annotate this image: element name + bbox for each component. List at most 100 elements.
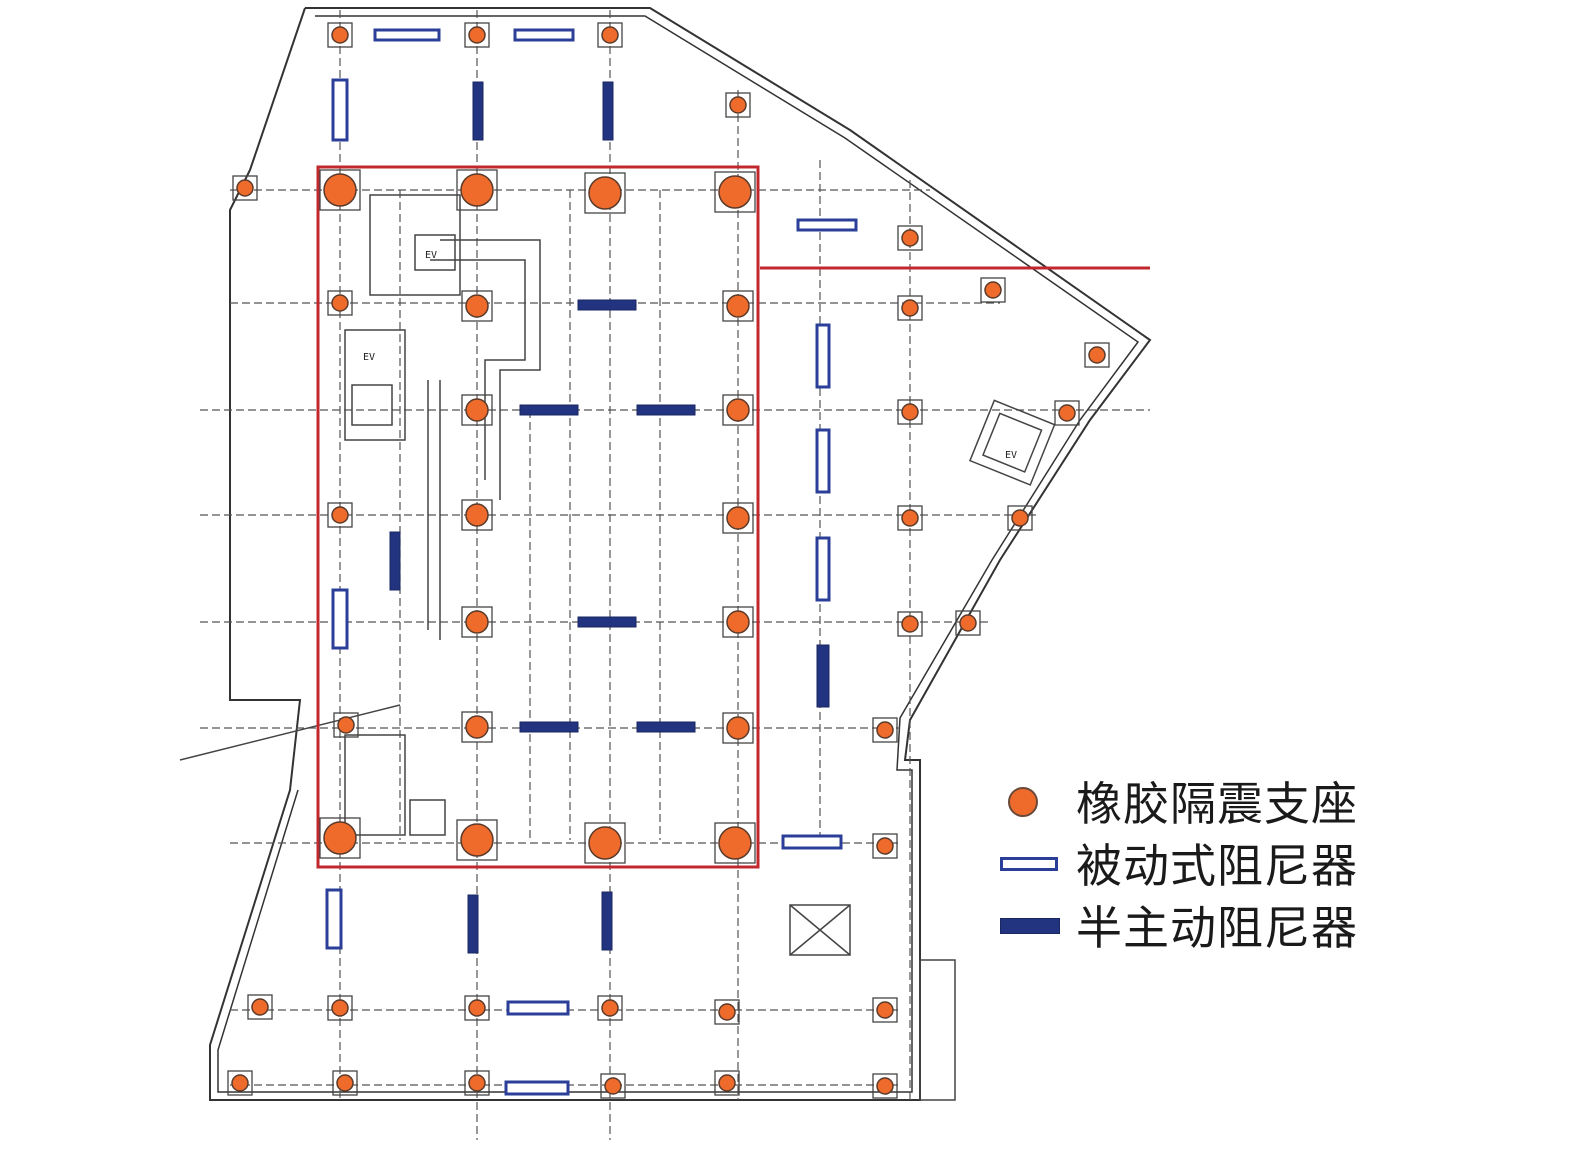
column-base bbox=[1054, 400, 1080, 426]
legend-label-bearing: 橡胶隔震支座 bbox=[1076, 777, 1358, 831]
column-base bbox=[584, 172, 626, 214]
column-base bbox=[897, 399, 923, 425]
column-base bbox=[333, 712, 359, 738]
ev-label-top: EV bbox=[425, 250, 437, 261]
column-base bbox=[897, 505, 923, 531]
bearings-layer bbox=[227, 22, 1110, 1099]
column-base bbox=[327, 22, 353, 48]
rubber-bearing bbox=[331, 294, 349, 312]
rubber-bearing bbox=[726, 716, 750, 740]
rubber-bearing bbox=[588, 826, 622, 860]
rubber-bearing bbox=[465, 503, 489, 527]
column-base bbox=[872, 833, 898, 859]
rubber-bearing bbox=[959, 614, 977, 632]
column-base bbox=[461, 499, 493, 531]
passive-damper bbox=[331, 78, 349, 142]
rubber-bearing bbox=[465, 715, 489, 739]
passive-damper bbox=[781, 834, 843, 850]
semi-active-damper bbox=[389, 531, 401, 591]
rubber-bearing bbox=[331, 999, 349, 1017]
column-base bbox=[714, 999, 740, 1025]
legend-row-passive: 被动式阻尼器 bbox=[1000, 832, 1358, 894]
column-base bbox=[319, 817, 361, 859]
rubber-bearing bbox=[601, 26, 619, 44]
column-base bbox=[319, 169, 361, 211]
rubber-bearing bbox=[901, 403, 919, 421]
column-base bbox=[714, 822, 756, 864]
column-base bbox=[722, 394, 754, 426]
legend-label-passive: 被动式阻尼器 bbox=[1076, 839, 1358, 893]
semi-active-damper bbox=[602, 81, 614, 141]
rubber-bearing bbox=[468, 999, 486, 1017]
passive-damper bbox=[325, 888, 343, 950]
column-base bbox=[897, 295, 923, 321]
rubber-bearing bbox=[901, 299, 919, 317]
column-base bbox=[714, 1070, 740, 1096]
rubber-bearing bbox=[331, 506, 349, 524]
rubber-bearing bbox=[460, 173, 494, 207]
column-base bbox=[725, 92, 751, 118]
rubber-bearing bbox=[337, 716, 355, 734]
semi-active-damper bbox=[472, 81, 484, 141]
bearing-symbol-icon bbox=[1000, 781, 1068, 821]
column-base bbox=[232, 175, 258, 201]
column-base bbox=[227, 1070, 253, 1096]
rubber-bearing bbox=[1011, 509, 1029, 527]
rubber-bearing bbox=[726, 294, 750, 318]
column-base bbox=[872, 717, 898, 743]
rubber-bearing bbox=[1058, 404, 1076, 422]
column-base bbox=[722, 290, 754, 322]
rubber-bearing bbox=[718, 175, 752, 209]
column-base bbox=[1084, 342, 1110, 368]
rubber-bearing bbox=[336, 1074, 354, 1092]
semi-active-damper bbox=[577, 299, 637, 311]
column-base bbox=[597, 995, 623, 1021]
rubber-bearing bbox=[726, 398, 750, 422]
rubber-bearing bbox=[901, 615, 919, 633]
column-base bbox=[872, 1073, 898, 1099]
rubber-bearing bbox=[726, 506, 750, 530]
rubber-bearing bbox=[901, 509, 919, 527]
rubber-bearing bbox=[231, 1074, 249, 1092]
rubber-bearing bbox=[901, 229, 919, 247]
ev-label-left: EV bbox=[363, 352, 375, 363]
column-base bbox=[714, 171, 756, 213]
column-base bbox=[980, 277, 1006, 303]
rubber-bearing bbox=[876, 837, 894, 855]
column-base bbox=[600, 1073, 626, 1099]
column-base bbox=[722, 502, 754, 534]
column-base bbox=[464, 995, 490, 1021]
highlight-frame bbox=[316, 165, 760, 869]
semi-active-damper bbox=[816, 644, 830, 708]
column-base bbox=[464, 22, 490, 48]
passive-damper bbox=[815, 323, 831, 389]
rubber-bearing bbox=[465, 398, 489, 422]
passive-damper bbox=[815, 428, 831, 494]
rubber-bearing bbox=[465, 294, 489, 318]
passive-damper bbox=[513, 28, 575, 42]
column-base bbox=[722, 712, 754, 744]
column-base bbox=[584, 822, 626, 864]
passive-damper bbox=[815, 536, 831, 602]
rubber-bearing bbox=[588, 176, 622, 210]
rubber-bearing bbox=[236, 179, 254, 197]
column-base bbox=[461, 606, 493, 638]
rubber-bearing bbox=[251, 998, 269, 1016]
column-base bbox=[955, 610, 981, 636]
column-base bbox=[597, 22, 623, 48]
semi-active-damper bbox=[636, 404, 696, 416]
legend-row-bearing: 橡胶隔震支座 bbox=[1000, 770, 1358, 832]
core-details bbox=[179, 194, 1150, 1101]
column-base bbox=[722, 606, 754, 638]
passive-damper bbox=[504, 1080, 570, 1096]
legend-row-semi-active: 半主动阻尼器 bbox=[1000, 894, 1358, 956]
rubber-bearing bbox=[468, 26, 486, 44]
column-base bbox=[872, 997, 898, 1023]
rubber-bearing bbox=[876, 1001, 894, 1019]
rubber-bearing bbox=[876, 721, 894, 739]
rubber-bearing bbox=[984, 281, 1002, 299]
rubber-bearing bbox=[601, 999, 619, 1017]
rubber-bearing bbox=[718, 826, 752, 860]
semi-active-damper bbox=[577, 616, 637, 628]
column-base bbox=[332, 1070, 358, 1096]
